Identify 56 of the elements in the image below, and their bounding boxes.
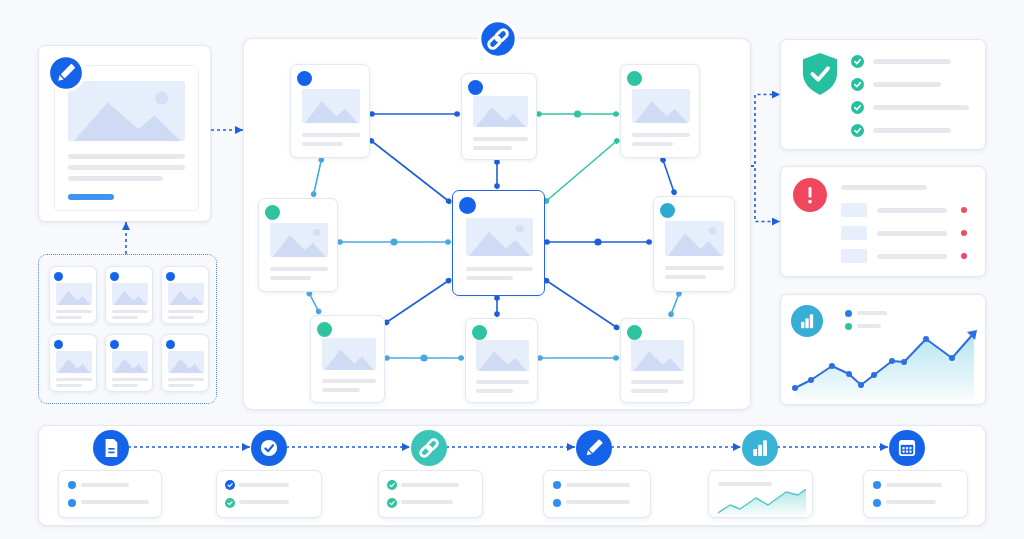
connector bbox=[543, 277, 620, 331]
card bbox=[653, 196, 735, 292]
connector bbox=[383, 277, 452, 326]
card bbox=[290, 64, 370, 158]
connector bbox=[668, 290, 682, 318]
connector bbox=[494, 294, 500, 318]
arrow bbox=[776, 443, 889, 451]
mini-card bbox=[161, 334, 209, 392]
connector bbox=[336, 238, 452, 246]
card bbox=[378, 470, 483, 518]
link-icon bbox=[411, 430, 447, 466]
card bbox=[58, 470, 162, 518]
connector bbox=[536, 355, 620, 361]
connector bbox=[383, 354, 465, 362]
document-icon bbox=[93, 430, 129, 466]
connector bbox=[368, 138, 452, 204]
arrow bbox=[285, 443, 411, 451]
connector bbox=[660, 156, 677, 196]
connector bbox=[368, 111, 461, 117]
mini-card bbox=[105, 334, 153, 392]
mini-card bbox=[105, 266, 153, 324]
arrow bbox=[122, 221, 130, 255]
card bbox=[452, 190, 545, 296]
arrow bbox=[445, 443, 576, 451]
card bbox=[310, 315, 385, 403]
connector bbox=[310, 156, 325, 198]
connector bbox=[306, 290, 322, 315]
connector bbox=[543, 238, 653, 246]
connector bbox=[494, 158, 500, 190]
mini-card bbox=[49, 334, 97, 392]
check-icon bbox=[251, 430, 287, 466]
alert-card bbox=[780, 166, 986, 277]
card bbox=[708, 470, 813, 518]
arrow bbox=[127, 443, 251, 451]
connector bbox=[535, 110, 620, 118]
card bbox=[216, 470, 322, 518]
panel bbox=[38, 425, 986, 526]
card bbox=[465, 318, 538, 403]
card bbox=[258, 198, 338, 292]
mini-card bbox=[161, 266, 209, 324]
content-card bbox=[38, 45, 211, 222]
connector bbox=[543, 138, 620, 204]
pencil-icon bbox=[576, 430, 612, 466]
chart-card bbox=[780, 294, 986, 405]
arrow bbox=[610, 443, 742, 451]
arrow bbox=[210, 126, 244, 134]
checklist-card bbox=[780, 39, 986, 150]
bar-chart-icon bbox=[742, 430, 778, 466]
card bbox=[461, 73, 537, 160]
card bbox=[620, 64, 700, 158]
arrow bbox=[750, 165, 781, 226]
calendar-icon bbox=[889, 430, 925, 466]
mini-card bbox=[49, 266, 97, 324]
card bbox=[620, 318, 694, 403]
card bbox=[863, 470, 968, 518]
card bbox=[543, 470, 651, 518]
